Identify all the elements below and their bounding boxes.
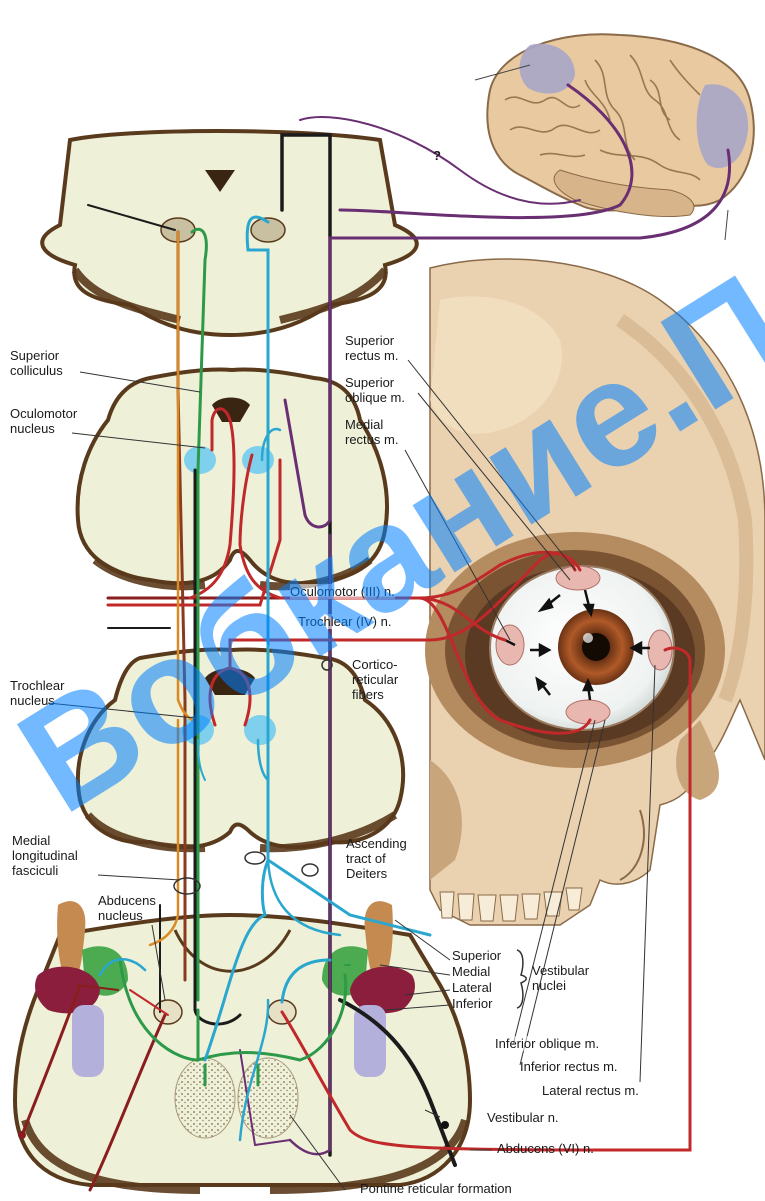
ascending-tract-label: Ascending tract of Deiters	[346, 836, 407, 881]
vestibular-nerve-label: Vestibular n.	[487, 1110, 559, 1125]
superior-oblique-label: Superior oblique m.	[345, 375, 405, 405]
abducens-nerve-label: Abducens (VI) n.	[497, 1141, 594, 1156]
vestibular-inferior-label: Inferior	[452, 996, 492, 1011]
vestibular-nuclei-label: Vestibular nuclei	[532, 963, 589, 993]
mlf-label: Medial longitudinal fasciculi	[12, 833, 78, 878]
question-mark-label: ?	[433, 148, 441, 163]
superior-rectus-label: Superior rectus m.	[345, 333, 398, 363]
superior-colliculus-label: Superior colliculus	[10, 348, 63, 378]
vestibular-medial-label: Medial	[452, 964, 490, 979]
medial-rectus-label: Medial rectus m.	[345, 417, 398, 447]
lateral-rectus-label: Lateral rectus m.	[542, 1083, 639, 1098]
inferior-oblique-label: Inferior oblique m.	[495, 1036, 599, 1051]
eyeball-image	[490, 566, 674, 730]
vestibular-lateral-label: Lateral	[452, 980, 492, 995]
inferior-rectus-label: Inferior rectus m.	[520, 1059, 618, 1074]
abducens-nucleus-label: Abducens nucleus	[98, 893, 156, 923]
pontine-reticular-label: Pontine reticular formation	[360, 1181, 512, 1196]
vestibular-superior-label: Superior	[452, 948, 501, 963]
oculomotor-nucleus-label: Oculomotor nucleus	[10, 406, 77, 436]
